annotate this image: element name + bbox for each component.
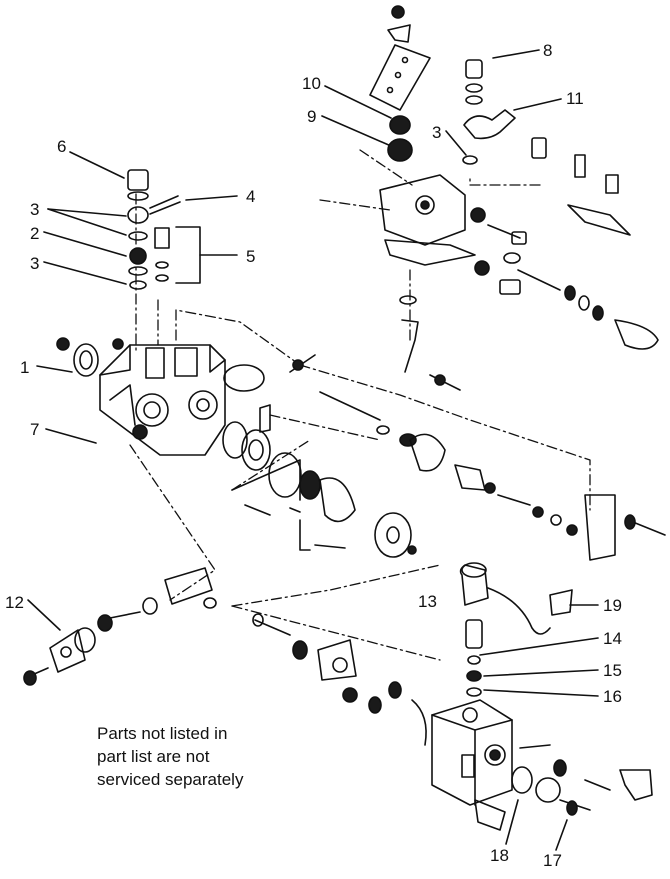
leader-lines xyxy=(27,49,599,851)
lower-left-parts xyxy=(23,567,217,686)
valve-block xyxy=(252,562,653,831)
callout-8: 8 xyxy=(543,41,553,60)
service-note-line-2: part list are not xyxy=(97,747,210,766)
callout-3-right: 3 xyxy=(432,123,442,142)
assembly-lines xyxy=(129,149,591,661)
callout-6: 6 xyxy=(57,137,67,156)
callout-14: 14 xyxy=(603,629,622,648)
callout-7: 7 xyxy=(30,420,40,439)
callout-9: 9 xyxy=(307,107,317,126)
callout-5: 5 xyxy=(246,247,256,266)
bracket-5 xyxy=(175,226,201,284)
service-note-line-3: serviced separately xyxy=(97,770,244,789)
callout-1: 1 xyxy=(20,358,30,377)
callout-15: 15 xyxy=(603,661,622,680)
callout-3-upper: 3 xyxy=(30,200,40,219)
pump-housing xyxy=(56,337,265,456)
callout-13: 13 xyxy=(418,592,437,611)
callout-16: 16 xyxy=(603,687,622,706)
callout-4: 4 xyxy=(246,187,256,206)
callout-18: 18 xyxy=(490,846,509,865)
callout-11: 11 xyxy=(566,89,584,108)
callout-17: 17 xyxy=(543,851,562,870)
service-note-line-1: Parts not listed in xyxy=(97,724,228,743)
callout-12: 12 xyxy=(5,593,24,612)
callout-10: 10 xyxy=(302,74,321,93)
service-note: Parts not listed in part list are not se… xyxy=(97,722,297,791)
governor-cover xyxy=(369,5,659,391)
drive-components xyxy=(222,354,666,561)
callout-3-lower: 3 xyxy=(30,254,40,273)
callout-19: 19 xyxy=(603,596,622,615)
top-fittings xyxy=(127,169,181,290)
callout-2: 2 xyxy=(30,224,40,243)
